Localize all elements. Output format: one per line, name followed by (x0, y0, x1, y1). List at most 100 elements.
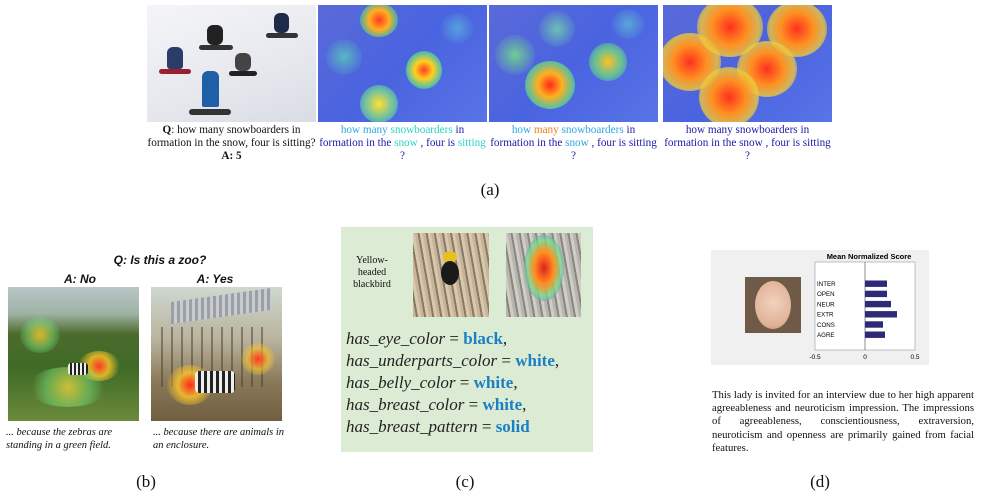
caption-token: sitting ? (745, 137, 831, 162)
snowboard (159, 69, 191, 74)
attention-hotspot (524, 235, 564, 301)
caption-attention-3: how many snowboarders in formation in th… (663, 124, 832, 163)
explanation-yes: ... because there are animals in an encl… (153, 427, 285, 451)
caption-attention-2: how many snowboarders in formation in th… (489, 124, 658, 163)
snowboard (266, 33, 298, 38)
caption-token: how many snowboarders in (685, 124, 810, 136)
zebras-field-photo (8, 287, 139, 421)
attention-hotspot (326, 39, 362, 75)
attention-map-2 (489, 5, 658, 122)
attribute-value: black (463, 329, 503, 348)
attribute-line: has_underparts_color = white, (346, 350, 591, 372)
attention-hotspot (589, 43, 627, 81)
caption-token: in (452, 124, 465, 136)
attention-hotspot (406, 51, 442, 89)
bird-species-label: Yellow-headed blackbird (353, 255, 391, 290)
attribute-name: has_belly_color (346, 373, 456, 392)
caption-token: formation in the snow , four is (664, 137, 803, 149)
chart-title: Mean Normalized Score (827, 252, 912, 261)
attribute-separator: , (513, 373, 518, 392)
caption-token: how (511, 124, 534, 136)
caption-token: formation in the (319, 137, 395, 149)
attribute-equals: = (445, 329, 464, 348)
figure-label-b: (b) (136, 472, 156, 491)
caption-token: snow (565, 137, 589, 149)
figure-label-c: (c) (455, 472, 475, 491)
caption-token: snowboarders (561, 124, 624, 136)
answer-no: A: No (64, 272, 96, 286)
attribute-value: white (515, 351, 555, 370)
vqa-question: Q: Is this a zoo? (113, 253, 207, 267)
attribute-equals: = (464, 395, 483, 414)
caption-token: snowboarders (390, 124, 453, 136)
answer-yes: A: Yes (196, 272, 234, 286)
attribute-line: has_breast_pattern = solid (346, 416, 591, 438)
category-label: INTER (817, 281, 836, 288)
bar (865, 311, 897, 318)
caption-attention-1: how many snowboarders in formation in th… (318, 124, 487, 163)
zebra (68, 363, 88, 375)
bird-body (441, 261, 459, 285)
attribute-separator: , (554, 351, 560, 370)
attribute-name: has_breast_color (346, 395, 465, 414)
snowboarder (207, 25, 223, 45)
attention-hotspot (360, 5, 398, 37)
zebra (195, 371, 235, 393)
attribute-line: has_eye_color = black, (346, 328, 591, 350)
category-label: NEUR (817, 301, 835, 308)
attribute-line: has_breast_color = white, (346, 394, 591, 416)
explanation-no: ... because the zebras are standing in a… (6, 427, 113, 451)
caption-token: , four is (417, 137, 458, 149)
snowboard (199, 45, 233, 50)
attribute-line: has_belly_color = white, (346, 372, 591, 394)
bar (865, 300, 891, 308)
attention-hotspot (241, 343, 275, 375)
caption-token: in (623, 124, 636, 136)
figure-label-a: (a) (480, 180, 500, 199)
caption-token: how many (340, 124, 391, 136)
attention-map-1 (318, 5, 487, 122)
attention-hotspot (495, 35, 535, 75)
attention-hotspot (611, 9, 645, 39)
caption-token: , four is (588, 137, 629, 149)
caption-token: ? (571, 150, 576, 162)
attention-hotspot (525, 61, 575, 109)
category-label: OPEN (817, 291, 835, 298)
figure-label-d: (d) (810, 472, 830, 491)
caption-original: Q: how many snowboarders in formation in… (147, 124, 316, 162)
attribute-equals: = (477, 417, 496, 436)
x-tick-label: -0.5 (809, 354, 821, 361)
attribute-separator: , (502, 329, 508, 348)
bar (865, 280, 887, 287)
attribute-name: has_underparts_color (346, 351, 498, 370)
caption-token: ? (400, 150, 405, 162)
snowboarder (202, 71, 219, 107)
attention-hotspot (440, 13, 474, 43)
attribute-name: has_eye_color (346, 329, 446, 348)
category-label: EXTR (817, 312, 834, 319)
attention-hotspot (699, 67, 759, 122)
attention-map-3 (663, 5, 832, 122)
caption-token: formation in the (490, 137, 566, 149)
attribute-list: has_eye_color = black,has_underparts_col… (346, 328, 591, 438)
attribute-equals: = (497, 351, 516, 370)
caption-token: sitting (628, 137, 657, 149)
bar (865, 321, 883, 328)
attribute-separator: , (522, 395, 527, 414)
bird-attention-map (506, 233, 581, 317)
attention-hotspot (20, 317, 60, 353)
attribute-value: solid (495, 417, 530, 436)
attribute-name: has_breast_pattern (346, 417, 478, 436)
bird-head (443, 251, 457, 263)
bar (865, 331, 885, 338)
bird-photo (413, 233, 489, 317)
face (755, 281, 791, 329)
snowboarder (274, 13, 289, 33)
attention-hotspot (360, 85, 398, 122)
caption-token: snow (394, 137, 418, 149)
category-label: CONS (817, 322, 835, 329)
snowboarder (167, 47, 183, 69)
enclosure-roof (171, 287, 271, 325)
